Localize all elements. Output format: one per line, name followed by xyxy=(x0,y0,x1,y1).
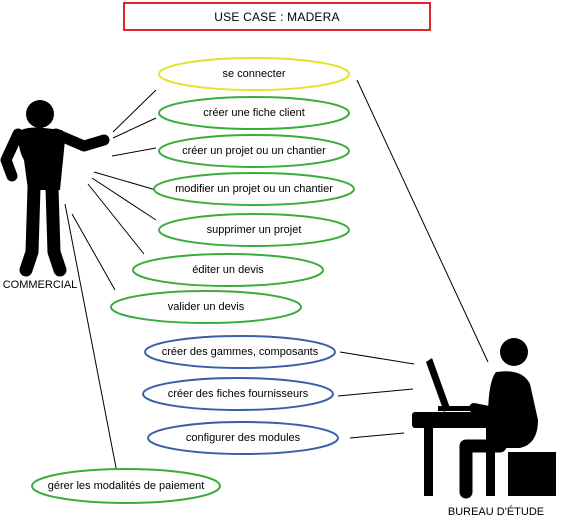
bureau-person-at-desk-icon xyxy=(412,338,556,499)
use-case-label: créer des gammes, composants xyxy=(162,346,319,358)
use-case-label: se connecter xyxy=(223,68,286,80)
use-case-ellipse xyxy=(158,134,350,168)
use-case-ellipse xyxy=(31,468,221,504)
association-line xyxy=(87,183,145,255)
use-case-ellipse xyxy=(147,421,339,455)
use-cases xyxy=(31,57,355,504)
use-case-ellipse xyxy=(144,335,336,369)
commercial-person-icon xyxy=(0,100,110,277)
use-case-label: modifier un projet ou un chantier xyxy=(175,183,333,195)
use-case-label: créer une fiche client xyxy=(203,107,305,119)
use-case-label: configurer des modules xyxy=(186,432,301,444)
diagram-title-text: USE CASE : MADERA xyxy=(214,9,340,24)
use-case-label: créer un projet ou un chantier xyxy=(182,145,326,157)
use-case-labels: se connecter créer une fiche client crée… xyxy=(48,68,333,492)
use-case-label: créer des fiches fournisseurs xyxy=(168,388,309,400)
association-line xyxy=(111,147,157,157)
use-case-ellipse xyxy=(158,57,350,91)
association-line xyxy=(64,203,119,479)
association-line xyxy=(112,117,157,139)
use-case-ellipse xyxy=(142,377,334,411)
association-line xyxy=(337,388,414,397)
association-line xyxy=(112,89,157,133)
use-case-label: éditer un devis xyxy=(192,264,264,276)
association-line xyxy=(71,213,116,291)
commercial-associations xyxy=(64,89,157,479)
use-case-label: supprimer un projet xyxy=(207,224,302,236)
association-line xyxy=(91,177,157,221)
commercial-actor-label: COMMERCIAL xyxy=(3,279,78,291)
use-case-ellipse xyxy=(153,172,355,206)
association-line xyxy=(93,171,157,191)
use-case-ellipse xyxy=(158,213,350,247)
use-case-label: gérer les modalités de paiement xyxy=(48,480,205,492)
use-case-label: valider un devis xyxy=(168,301,245,313)
association-line xyxy=(356,79,489,363)
association-line xyxy=(339,351,415,365)
bureau-actor-label: BUREAU D'ÉTUDE xyxy=(448,505,544,518)
use-case-ellipse xyxy=(158,96,350,130)
association-line xyxy=(349,432,405,439)
use-case-ellipse xyxy=(110,290,302,324)
diagram-title: USE CASE : MADERA xyxy=(123,2,431,31)
bureau-associations xyxy=(337,79,489,439)
use-case-ellipse xyxy=(132,253,324,287)
